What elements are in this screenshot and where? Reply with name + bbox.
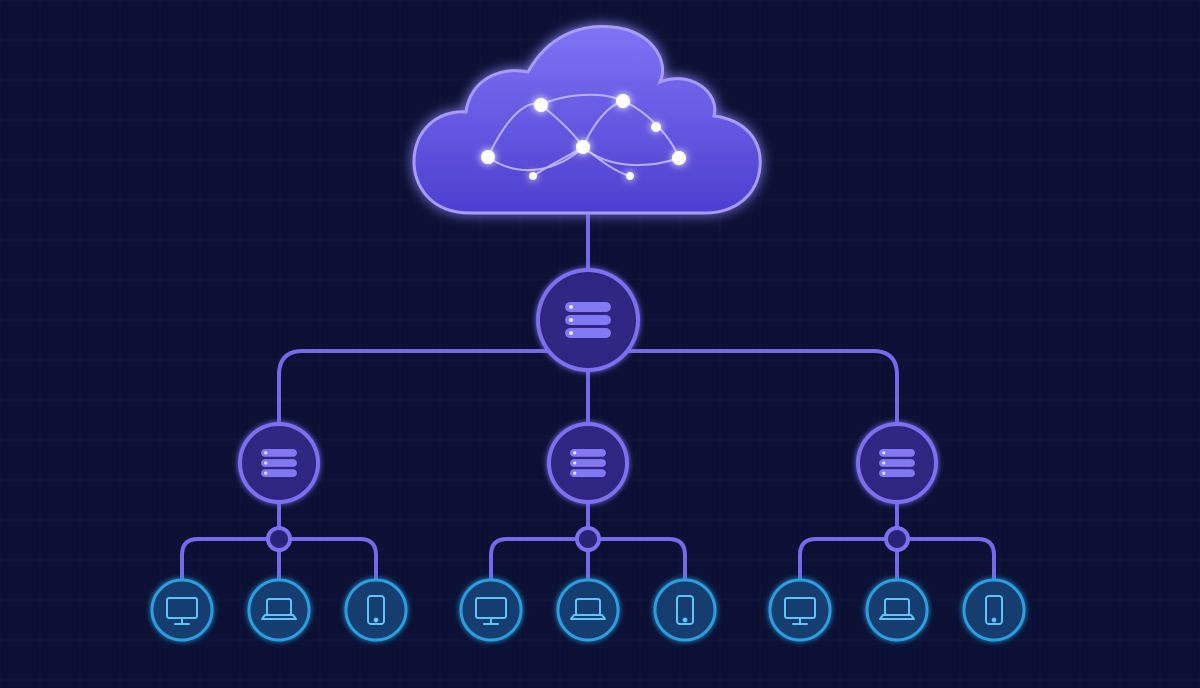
monitor-icon — [475, 597, 507, 625]
device-node-desktop — [768, 578, 832, 642]
server-led — [573, 451, 577, 455]
nodes-layer — [150, 268, 1026, 642]
laptop-icon — [570, 598, 606, 620]
device-ring — [150, 578, 214, 642]
mesh-node — [616, 94, 630, 108]
device-node-laptop — [247, 578, 311, 642]
device-ring — [768, 578, 832, 642]
smartphone-icon — [676, 595, 694, 625]
cloud-icon — [412, 25, 762, 215]
server-unit — [565, 328, 611, 338]
server-unit — [879, 469, 915, 478]
laptop-icon — [261, 598, 297, 620]
device-ring — [962, 578, 1026, 642]
hub-junction-right — [884, 526, 910, 552]
device-node-laptop — [865, 578, 929, 642]
server-rack-icon — [879, 448, 915, 478]
mesh-node — [529, 172, 537, 180]
device-node-mobile — [962, 578, 1026, 642]
device-node-mobile — [344, 578, 408, 642]
mesh-node — [481, 150, 495, 164]
server-led — [569, 305, 573, 309]
server-unit — [261, 469, 297, 478]
branch-server-right — [856, 422, 938, 504]
device-ring — [556, 578, 620, 642]
device-ring — [344, 578, 408, 642]
smartphone-icon — [985, 595, 1003, 625]
smartphone-icon — [367, 595, 385, 625]
server-led — [569, 318, 573, 322]
server-rack-icon — [570, 448, 606, 478]
server-unit — [879, 448, 915, 457]
server-unit — [261, 448, 297, 457]
mesh-node — [626, 172, 634, 180]
hub-junction-center — [575, 526, 601, 552]
server-unit — [565, 302, 611, 312]
server-unit — [565, 315, 611, 325]
device-ring — [247, 578, 311, 642]
core-server-node — [536, 268, 640, 372]
device-node-desktop — [459, 578, 523, 642]
device-ring — [459, 578, 523, 642]
server-led — [264, 471, 268, 475]
cloud-shape — [412, 25, 762, 215]
device-node-desktop — [150, 578, 214, 642]
branch-server-center — [547, 422, 629, 504]
laptop-icon — [879, 598, 915, 620]
monitor-icon — [166, 597, 198, 625]
mesh-link — [487, 146, 584, 171]
device-ring — [653, 578, 717, 642]
server-unit — [261, 459, 297, 467]
hub-junction-left — [266, 526, 292, 552]
server-led — [882, 461, 886, 465]
server-unit — [879, 459, 915, 467]
server-led — [573, 471, 577, 475]
mesh-node — [534, 98, 548, 112]
server-led — [264, 451, 268, 455]
server-led — [882, 471, 886, 475]
device-node-mobile — [653, 578, 717, 642]
server-unit — [570, 448, 606, 457]
server-unit — [570, 469, 606, 478]
server-rack-icon — [565, 302, 611, 338]
server-led — [569, 331, 573, 335]
device-ring — [865, 578, 929, 642]
server-led — [264, 461, 268, 465]
mesh-node — [576, 140, 590, 154]
monitor-icon — [784, 597, 816, 625]
mesh-node — [672, 151, 686, 165]
network-mesh-icon — [481, 93, 686, 180]
server-unit — [570, 459, 606, 467]
server-led — [882, 451, 886, 455]
server-rack-icon — [261, 448, 297, 478]
server-led — [573, 461, 577, 465]
mesh-node — [651, 122, 661, 132]
device-node-laptop — [556, 578, 620, 642]
branch-server-left — [238, 422, 320, 504]
